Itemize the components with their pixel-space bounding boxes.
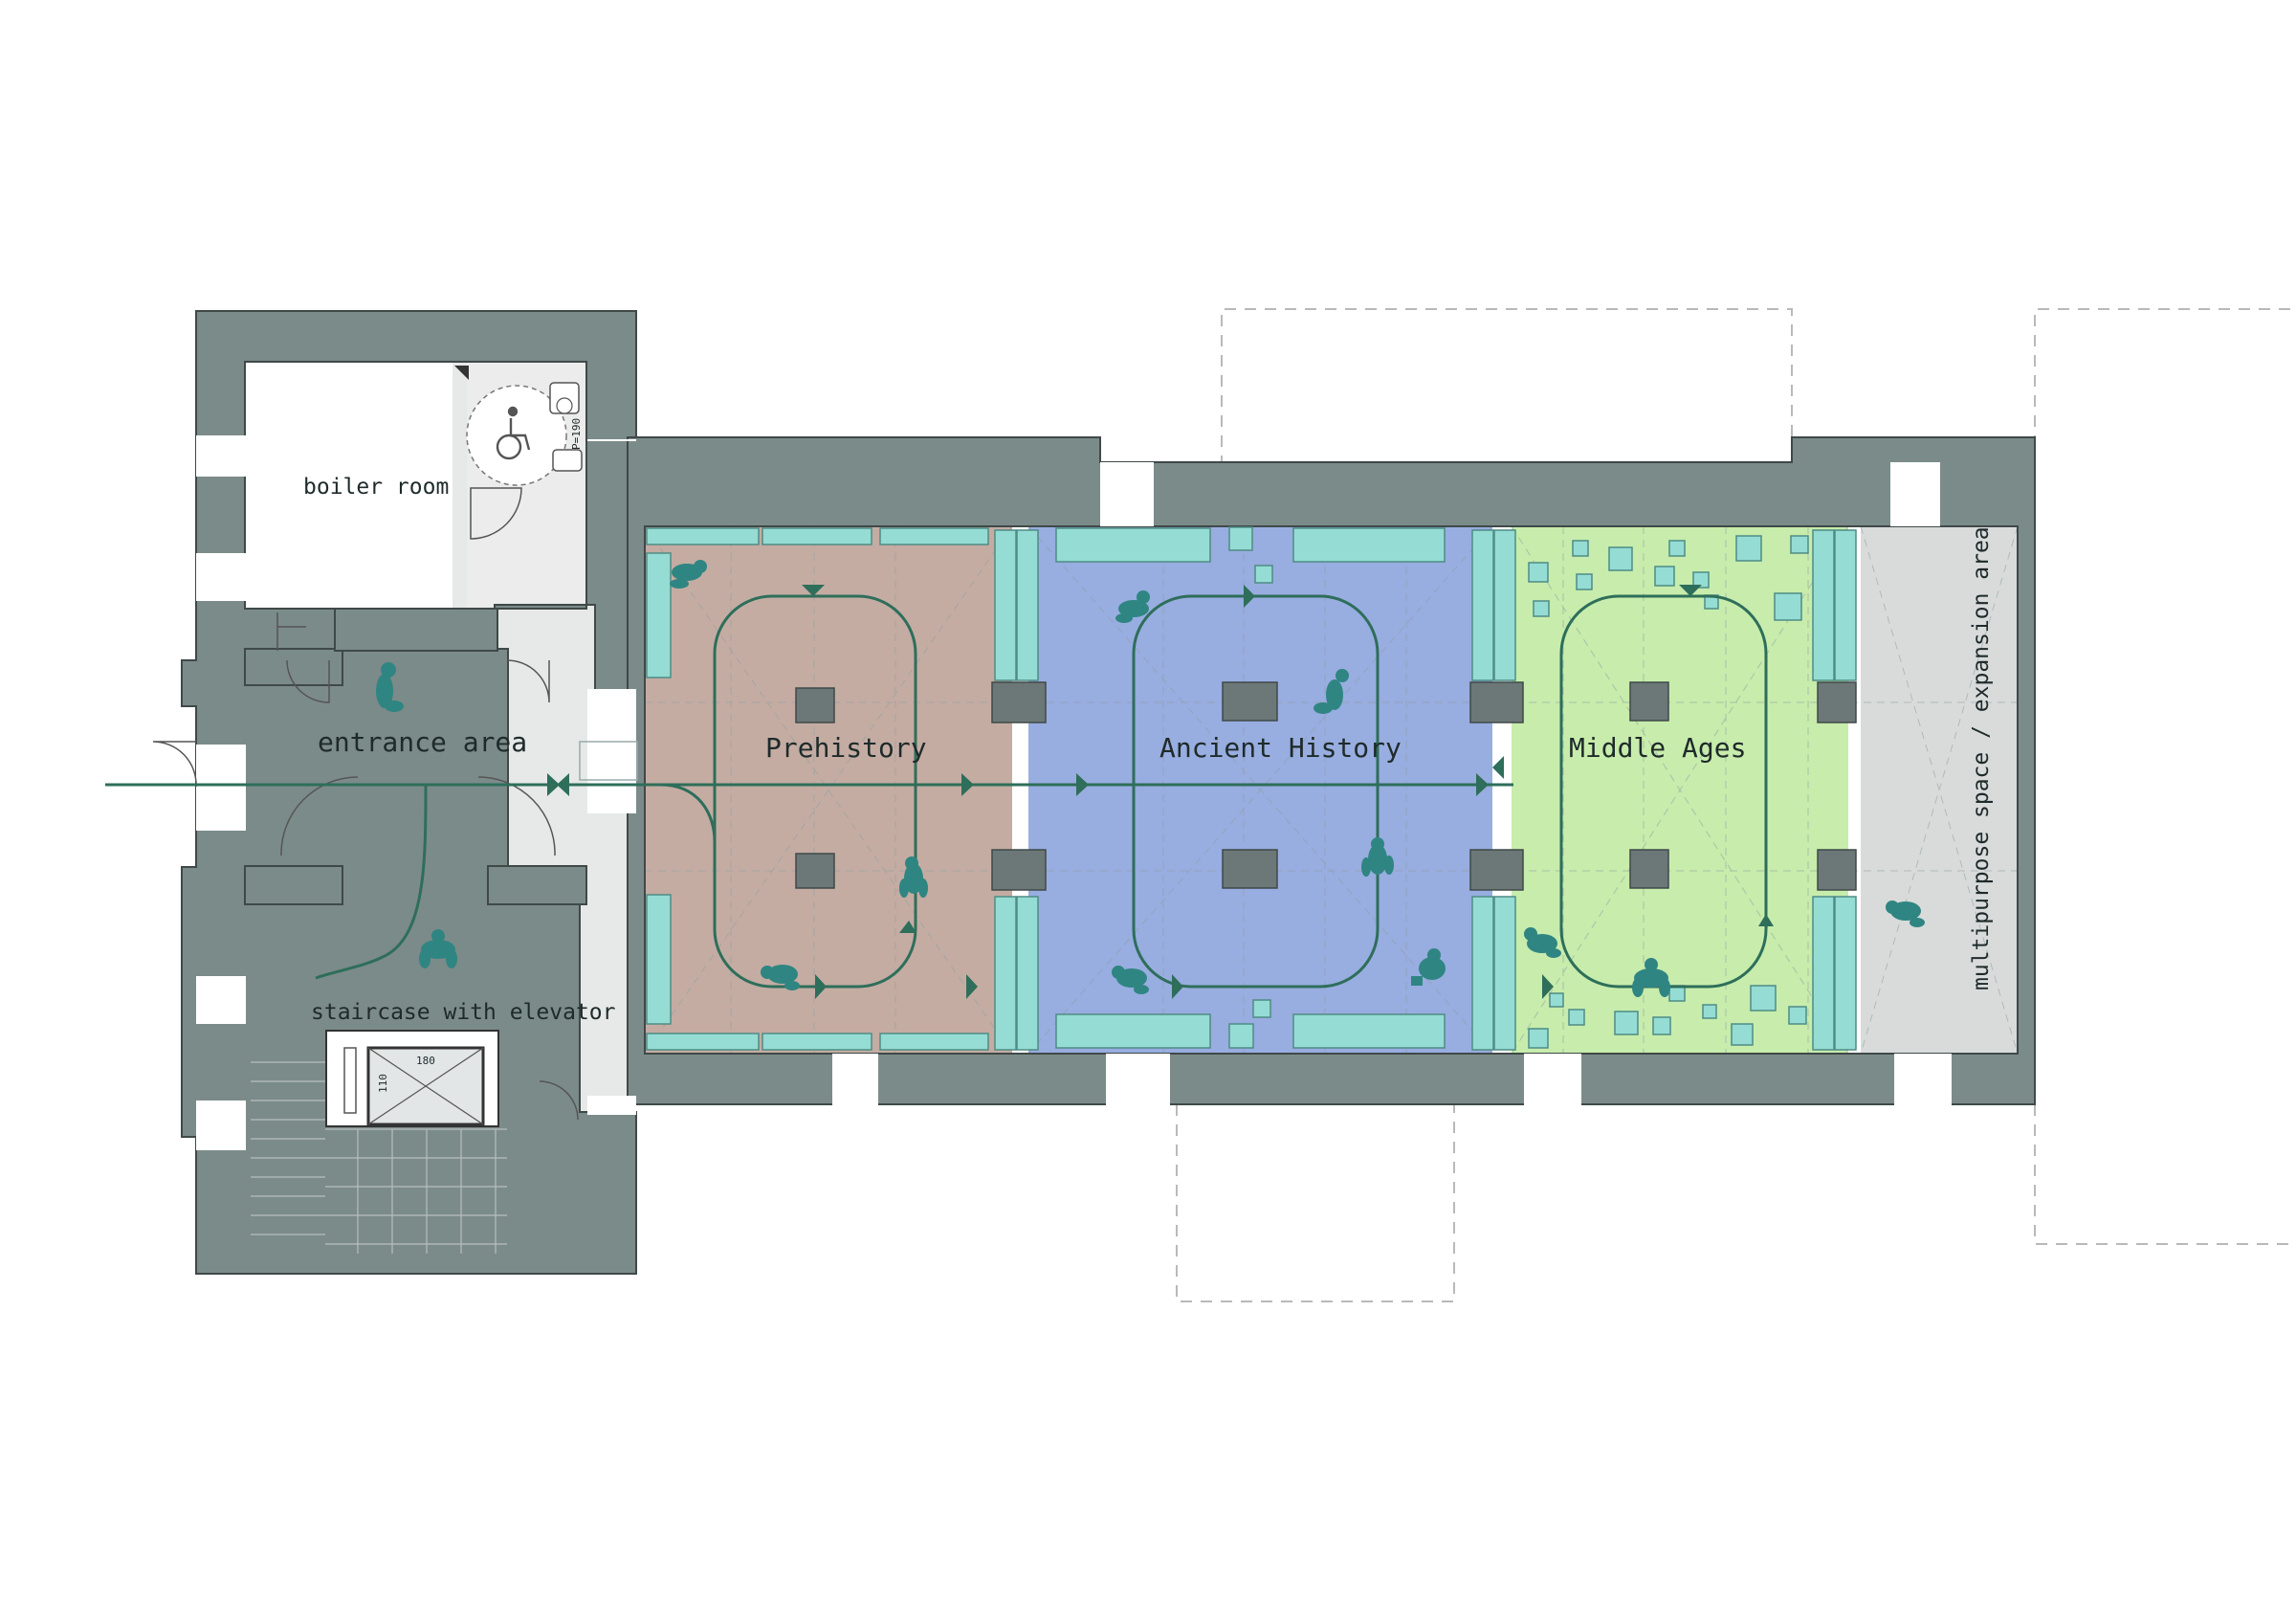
- prehistory-zone: [645, 526, 1012, 1054]
- partition-wall-right: [334, 608, 498, 652]
- visitor-figure-icon: [1112, 966, 1149, 994]
- staircase-door-right: [477, 776, 556, 856]
- boiler-room-door: [276, 612, 306, 651]
- visitor-figure-icon: [899, 856, 928, 898]
- route-arrow-icon: [1076, 773, 1089, 796]
- neighbouring-buildings-outline: [1176, 308, 2296, 1302]
- staircase-wall-right: [487, 865, 587, 905]
- elevator-width-dimension: 180: [416, 1055, 435, 1067]
- route-arrow-icon: [547, 773, 560, 796]
- route-arrow-icon: [815, 974, 827, 999]
- entrance-door: [152, 741, 197, 788]
- route-arrows: [547, 585, 1774, 999]
- accessible-wc: P=190: [454, 366, 583, 486]
- route-arrow-icon: [802, 585, 825, 596]
- route-arrow-icon: [966, 974, 978, 999]
- ancient-history-label: Ancient History: [1159, 732, 1402, 764]
- route-arrow-icon: [899, 921, 916, 933]
- boiler-room-floor: [245, 362, 453, 609]
- elevator-depth-dimension: 110: [377, 1074, 389, 1093]
- visitor-figure-icon: [1632, 958, 1670, 997]
- visitor-figure-icon: [419, 929, 457, 968]
- route-arrow-icon: [1244, 585, 1255, 608]
- route-arrow-icon: [1476, 773, 1489, 796]
- wc-dimension-label: P=190: [570, 418, 583, 450]
- room-labels: boiler room entrance area staircase with…: [303, 475, 1994, 1025]
- staircase-side-door: [539, 1080, 579, 1121]
- entrance-area-label: entrance area: [318, 726, 527, 758]
- zone-openings: [1012, 727, 1861, 850]
- hall-entrance-threshold: [579, 741, 638, 781]
- middle-ages-label: Middle Ages: [1569, 732, 1746, 764]
- prehistory-label: Prehistory: [765, 732, 927, 764]
- visitor-figure-icon: [1115, 590, 1150, 623]
- showcases: [646, 526, 1857, 1051]
- visitor-figure-icon: [670, 560, 707, 589]
- visitor-figures: [376, 560, 1925, 997]
- partition-wall-left: [244, 648, 343, 686]
- visitor-figure-icon: [1886, 900, 1925, 927]
- route-arrow-icon: [1172, 974, 1183, 999]
- multipurpose-label: multipurpose space / expansion area: [1969, 526, 1994, 990]
- entrance-area-door-left: [286, 659, 330, 703]
- staircase-label: staircase with elevator: [311, 1000, 616, 1025]
- wheelchair-icon: [496, 406, 531, 460]
- boiler-room-label: boiler room: [303, 475, 449, 500]
- route-arrow-icon: [1679, 585, 1702, 596]
- staircase: 180 110: [251, 1030, 507, 1254]
- doors: [152, 487, 638, 1121]
- visitor-figure-icon: [1361, 837, 1394, 877]
- visitor-figure-icon: [1314, 669, 1349, 714]
- staircase-wall-left: [244, 865, 343, 905]
- visitor-figure-icon: [376, 662, 404, 712]
- window-openings: [196, 435, 1952, 1150]
- visitor-figure-icon: [761, 965, 800, 990]
- wc-door: [470, 487, 522, 540]
- route-arrow-icon: [1758, 914, 1774, 926]
- entrance-area-door-right: [506, 659, 550, 703]
- route-arrow-icon: [557, 773, 569, 796]
- route-arrow-icon: [1542, 974, 1554, 999]
- route-arrow-icon: [1492, 756, 1504, 779]
- route-arrow-icon: [961, 773, 974, 796]
- pillars: [795, 681, 1857, 891]
- staircase-door-left: [280, 776, 359, 856]
- visitor-figure-icon: [1411, 948, 1446, 986]
- visitor-figure-icon: [1524, 927, 1561, 958]
